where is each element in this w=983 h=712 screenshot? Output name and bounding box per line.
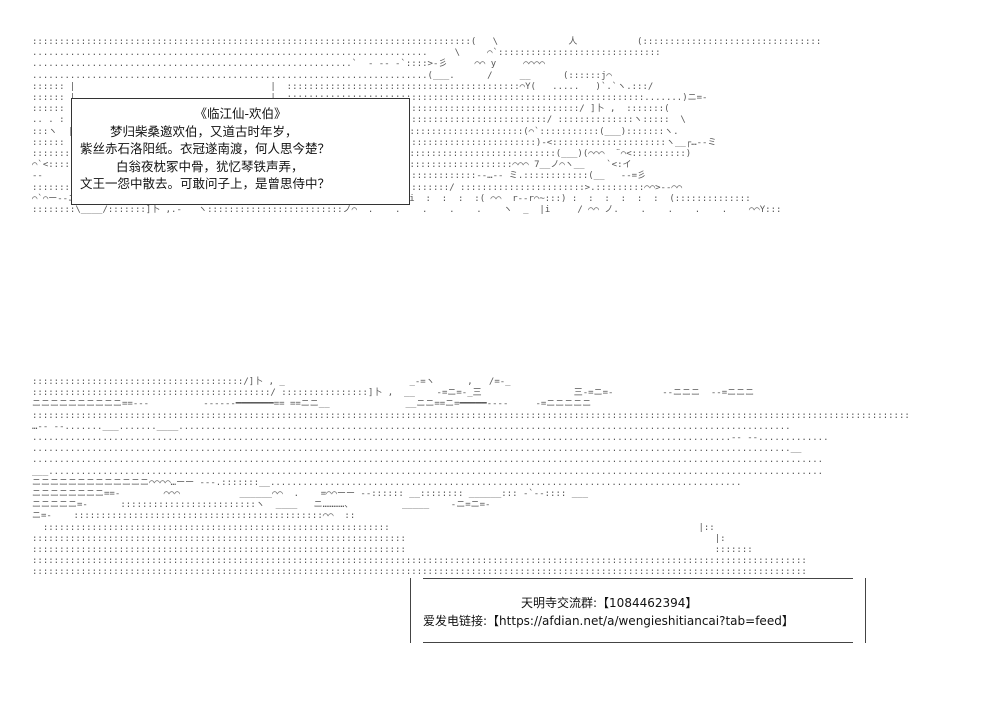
- afdian-label: 爱发电链接:: [423, 614, 488, 628]
- poem-line: 梦归柴桑邀欢伯，又道古时年岁，: [110, 123, 298, 139]
- poem-line: 白翁夜枕冢中骨，犹忆琴铁声弄，: [116, 158, 304, 174]
- qq-group-line: 天明寺交流群:【1084462394】: [521, 594, 697, 611]
- qq-group-number: 【1084462394】: [597, 596, 698, 610]
- poem-line: 文王一怨中散去。可敢问子上，是曾思侍中？: [80, 176, 331, 191]
- qq-group-label: 天明寺交流群:: [521, 596, 598, 610]
- poem-title: 《临江仙-欢伯》: [194, 106, 287, 121]
- afdian-link[interactable]: 【https://afdian.net/a/wengieshitiancai?t…: [487, 614, 794, 628]
- poem-box: 《临江仙-欢伯》 梦归柴桑邀欢伯，又道古时年岁， 紫丝赤石洛阳纸。衣冠遂南渡，何…: [71, 98, 410, 205]
- poem-line: 紫丝赤石洛阳纸。衣冠遂南渡，何人思今楚？: [80, 141, 331, 156]
- afdian-link-line: 爱发电链接:【https://afdian.net/a/wengieshitia…: [423, 612, 794, 629]
- ascii-art-clouds-bottom: :::::::::::::::::::::::::::::::::::::::/…: [32, 377, 910, 578]
- info-box: 天明寺交流群:【1084462394】 爱发电链接:【https://afdia…: [410, 578, 866, 643]
